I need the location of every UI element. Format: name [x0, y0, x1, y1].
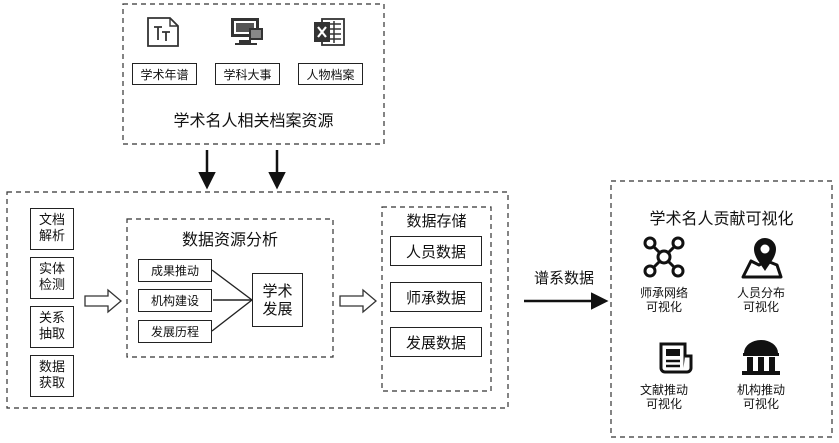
analysis-frame	[126, 218, 334, 358]
analysis-item-achievement: 成果推动	[138, 259, 212, 282]
analysis-item-institution: 机构建设	[138, 289, 212, 312]
connector-line	[211, 299, 253, 332]
storage-item-personnel: 人员数据	[390, 236, 482, 266]
step-data-acquisition: 数据 获取	[30, 355, 74, 397]
processing-frame	[6, 191, 509, 409]
sources-frame	[122, 3, 385, 145]
storage-item-development: 发展数据	[390, 327, 482, 357]
source-box-discipline-events: 学科大事	[215, 63, 280, 85]
step-entity-detection: 实体 检测	[30, 257, 74, 299]
hollow-arrow-1	[84, 288, 123, 314]
flow-label: 谱系数据	[533, 269, 594, 287]
network-graph-icon	[643, 236, 685, 278]
storage-item-mentorship: 师承数据	[390, 282, 482, 312]
hollow-arrow-2	[339, 288, 378, 314]
step-relation-extraction: 关系 抽取	[30, 306, 74, 348]
vis-label-personnel-distribution: 人员分布 可视化	[736, 286, 785, 314]
monitor-screens-icon	[231, 18, 263, 45]
analysis-title: 数据资源分析	[181, 230, 278, 249]
institution-building-icon	[742, 340, 780, 375]
vis-label-literature-impact: 文献推动 可视化	[639, 383, 688, 411]
visualization-title: 学术名人贡献可视化	[649, 209, 794, 228]
vis-label-institution-impact: 机构推动 可视化	[736, 383, 785, 411]
analysis-result: 学术 发展	[252, 273, 303, 327]
storage-title: 数据存储	[406, 212, 467, 230]
vis-label-mentorship-network: 师承网络 可视化	[639, 286, 688, 314]
source-box-person-archive: 人物档案	[298, 63, 363, 85]
sources-title: 学术名人相关档案资源	[173, 111, 334, 130]
newspaper-icon	[659, 342, 693, 374]
storage-frame	[381, 206, 492, 392]
excel-file-icon	[314, 18, 345, 46]
connector-line	[211, 269, 253, 301]
analysis-item-history: 发展历程	[138, 320, 212, 343]
visualization-frame	[610, 180, 833, 438]
map-pin-icon	[741, 238, 783, 279]
step-document-parsing: 文档 解析	[30, 208, 74, 250]
text-document-icon	[147, 17, 179, 47]
source-box-academic-chronicle: 学术年谱	[132, 63, 197, 85]
